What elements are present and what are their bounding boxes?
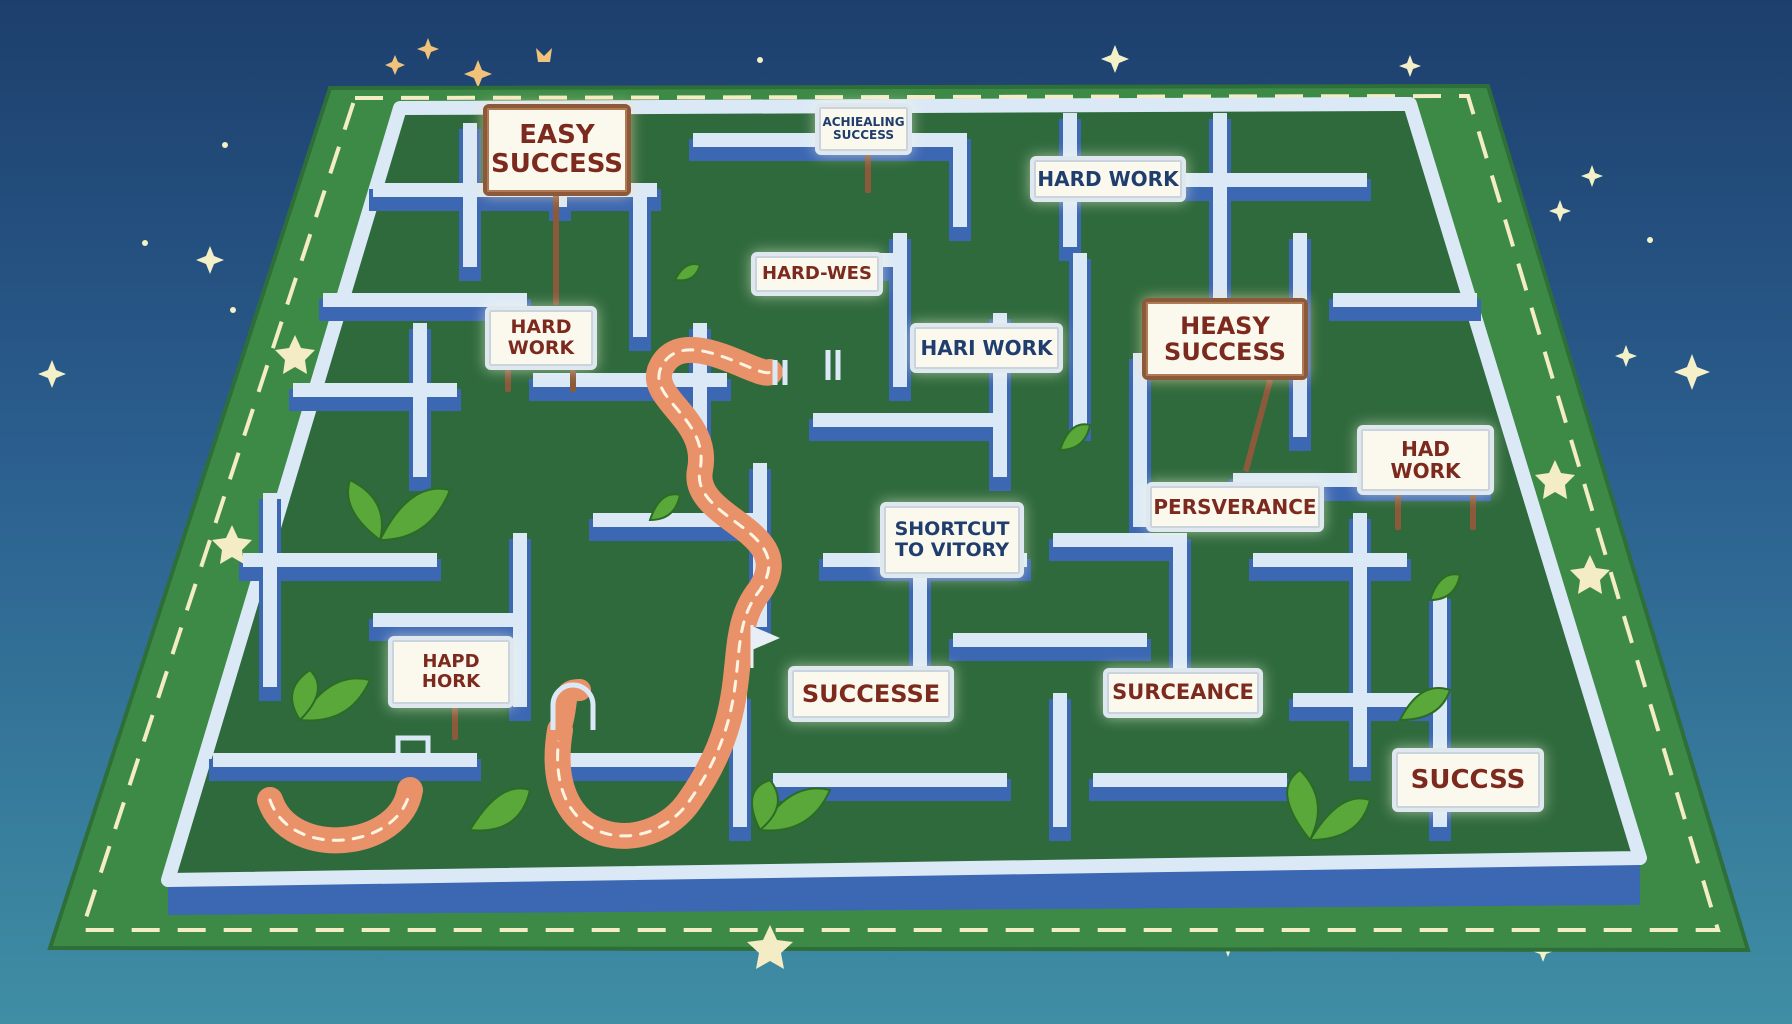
sign-had-work: HAD WORK xyxy=(1357,425,1494,495)
sign-post xyxy=(553,195,559,305)
sign-hard-wes: HARD-WES xyxy=(751,252,883,296)
sign-shortcut: SHORTCUT TO VITORY xyxy=(880,502,1024,578)
bottom-stars xyxy=(212,335,1610,969)
sign-hapd-hork: HAPD HORK xyxy=(388,636,514,708)
sign-post xyxy=(505,370,511,392)
dashed-border xyxy=(79,93,1721,932)
sign-easy-success: EASY SUCCESS xyxy=(483,104,631,196)
sign-post xyxy=(1395,495,1401,530)
sign-heasy-success: HEASY SUCCESS xyxy=(1142,298,1308,380)
winding-path xyxy=(257,336,783,854)
sign-perseverance: PERSVERANCE xyxy=(1146,482,1324,532)
sign-successe: SUCCESSE xyxy=(788,666,954,722)
sign-surceance: SURCEANCE xyxy=(1103,668,1263,718)
sign-post xyxy=(1470,495,1476,530)
maze-outer-wall xyxy=(161,97,1647,915)
sign-post xyxy=(570,370,576,392)
flag-icon xyxy=(750,625,780,668)
orange-sparkles xyxy=(385,38,552,88)
sign-hard-work-left: HARD WORK xyxy=(485,306,597,370)
sign-achieving-success: ACHIEALING SUCCESS xyxy=(815,103,912,155)
sign-succss: SUCCSS xyxy=(1392,748,1544,812)
sign-post xyxy=(865,155,871,193)
leaf-plants xyxy=(291,263,1462,842)
gate-arches xyxy=(395,350,841,760)
sign-post xyxy=(452,705,458,740)
sign-hari-work: HARI WORK xyxy=(910,323,1063,373)
sign-hard-work-top: HARD WORK xyxy=(1030,156,1186,202)
